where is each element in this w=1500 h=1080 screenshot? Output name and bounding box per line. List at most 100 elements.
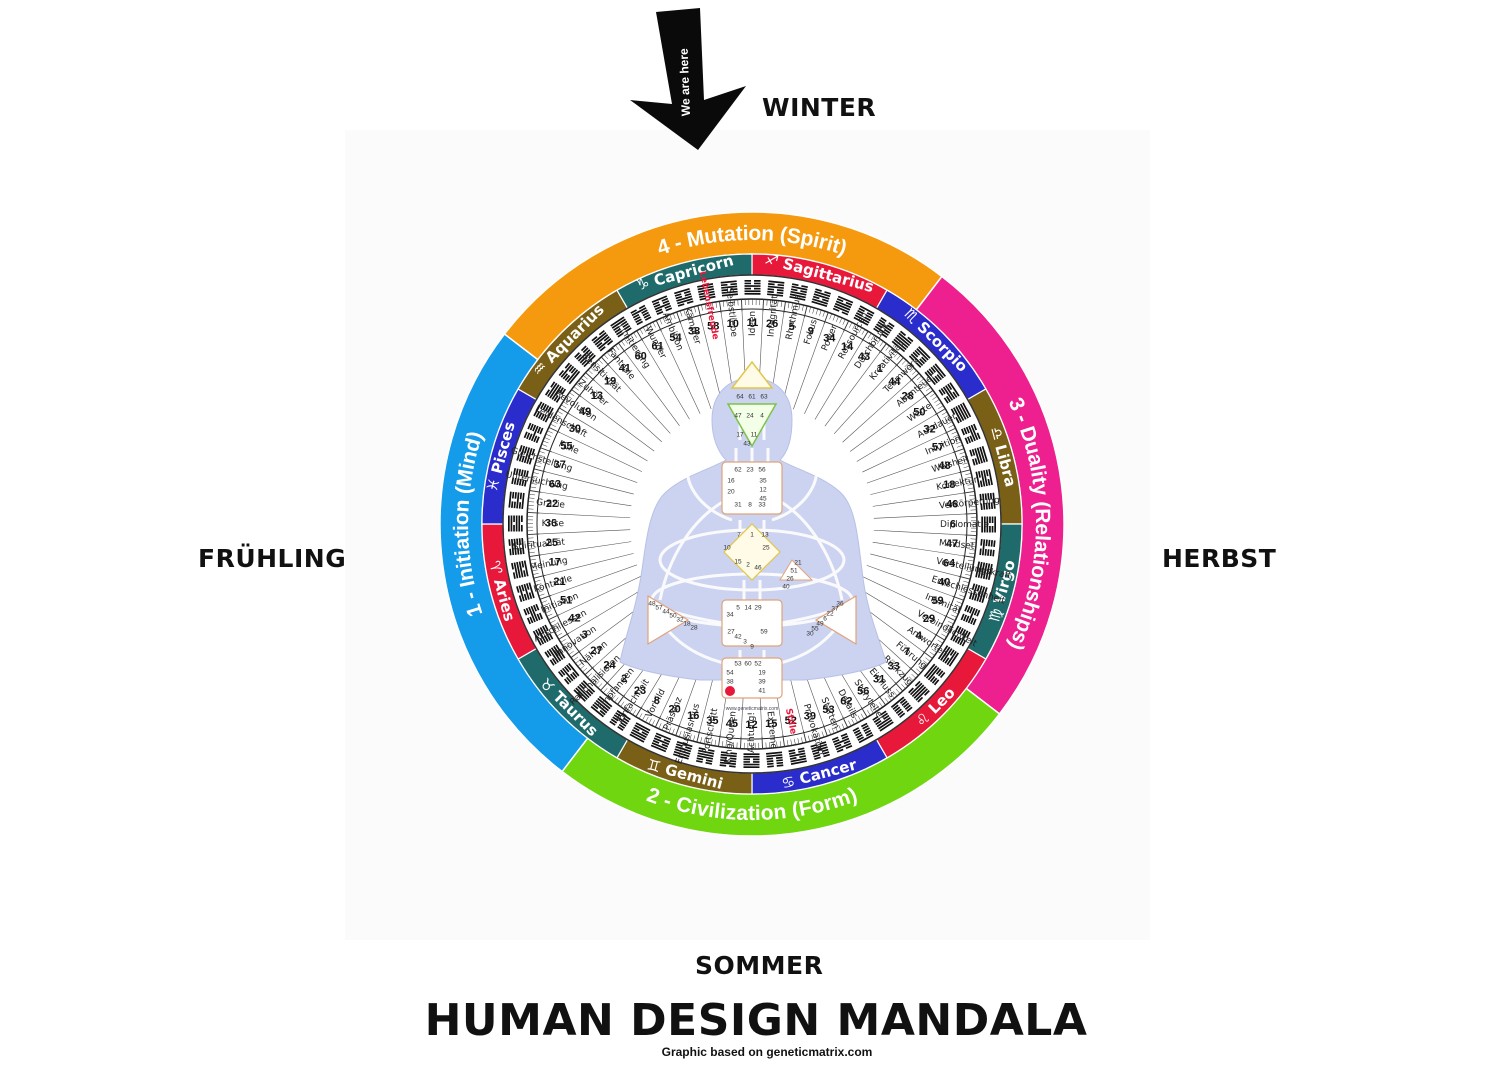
gate-number: 37 [554,459,566,471]
gate-number: 3 [582,629,588,641]
degree-tick [957,444,963,448]
degree-tick [932,396,938,400]
degree-tick [666,315,669,322]
g-center-gate: 15 [734,559,742,566]
degree-tick [649,323,653,330]
degree-tick [582,375,588,380]
degree-tick [819,309,822,316]
solar-plexus-gate: 6 [823,616,827,623]
degree-tick [545,610,551,614]
degree-tick [948,621,954,625]
gate-number: 21 [553,576,565,588]
degree-tick [906,679,911,684]
ajna-gate: 4 [760,413,764,420]
season-winter: WINTER [762,93,877,122]
gate-divider [793,321,826,410]
sacral-gate: 29 [754,605,762,612]
gate-number: 26 [766,318,778,330]
degree-tick [888,347,893,353]
gate-number: 15 [765,718,777,730]
spleen-gate: 28 [690,625,698,632]
degree-tick [530,482,537,485]
gate-number: 56 [857,685,869,697]
gate-divider [856,413,937,462]
degree-tick [549,620,556,624]
ego-gate: 26 [786,576,794,583]
degree-tick [884,697,889,703]
degree-tick [632,709,637,715]
degree-tick [539,450,545,454]
degree-tick [531,479,538,482]
ajna-gate: 43 [743,441,751,448]
head-gate: 61 [748,394,756,401]
gate-divider [539,491,632,507]
degree-tick [689,734,692,741]
degree-tick [814,733,818,740]
ego-gate: 40 [782,584,790,591]
spleen-gate: 32 [676,617,684,624]
gate-keyword: Extreme [765,711,779,750]
degree-tick [652,321,656,328]
degree-tick [965,573,972,576]
hexagram-icon [508,538,525,556]
gate-divider [607,364,671,434]
degree-tick [861,329,866,335]
degree-tick [896,354,901,360]
degree-tick [573,656,579,661]
degree-tick [946,421,953,425]
hexagram-icon [969,446,988,466]
hexagram-icon [852,722,874,744]
throat-gate: 62 [734,467,742,474]
degree-tick [876,339,881,345]
degree-tick [624,338,628,344]
gate-divider [866,451,955,484]
degree-tick [603,688,608,694]
hexagram-icon [523,603,544,625]
degree-tick [969,549,976,551]
degree-tick [701,304,703,311]
gate-number: 5 [789,321,795,333]
sacral-gate: 14 [744,605,752,612]
degree-tick [969,498,976,500]
degree-tick [798,304,801,311]
degree-tick [551,420,558,424]
gate-divider [872,541,965,557]
gate-number: 18 [943,479,955,491]
degree-tick [608,692,613,698]
hexagram-icon [591,329,614,352]
degree-tick [638,713,643,719]
degree-tick [600,681,609,691]
degree-tick [801,737,803,744]
gate-number: 42 [568,612,580,624]
degree-tick [708,303,710,310]
degree-tick [582,667,588,673]
gate-divider [537,529,631,535]
gate-divider [660,329,701,414]
gate-number: 20 [669,703,681,715]
degree-tick [587,369,593,375]
hexagram-icon [630,304,652,326]
gate-number: 63 [549,478,561,490]
degree-tick [578,380,584,385]
degree-tick [535,461,542,464]
degree-tick [821,731,825,738]
ajna-gate: 47 [734,413,742,420]
season-sommer: SOMMER [695,951,824,980]
g-center-gate: 10 [723,545,731,552]
hexagram-icon [890,696,913,719]
gate-number: 48 [938,460,950,472]
degree-tick [808,306,811,313]
hexagram-icon [960,604,981,626]
gate-keyword: Grazie [536,498,566,511]
hexagram-icon [516,445,536,465]
degree-tick [679,310,683,317]
degree-tick [964,534,977,536]
degree-tick [565,398,571,403]
degree-tick [951,431,958,435]
degree-tick [693,306,697,313]
hexagram-icon [650,732,672,753]
degree-tick [873,706,877,712]
gate-keyword: Diplomatie [940,520,989,530]
degree-tick [959,451,966,455]
degree-tick [835,726,838,733]
